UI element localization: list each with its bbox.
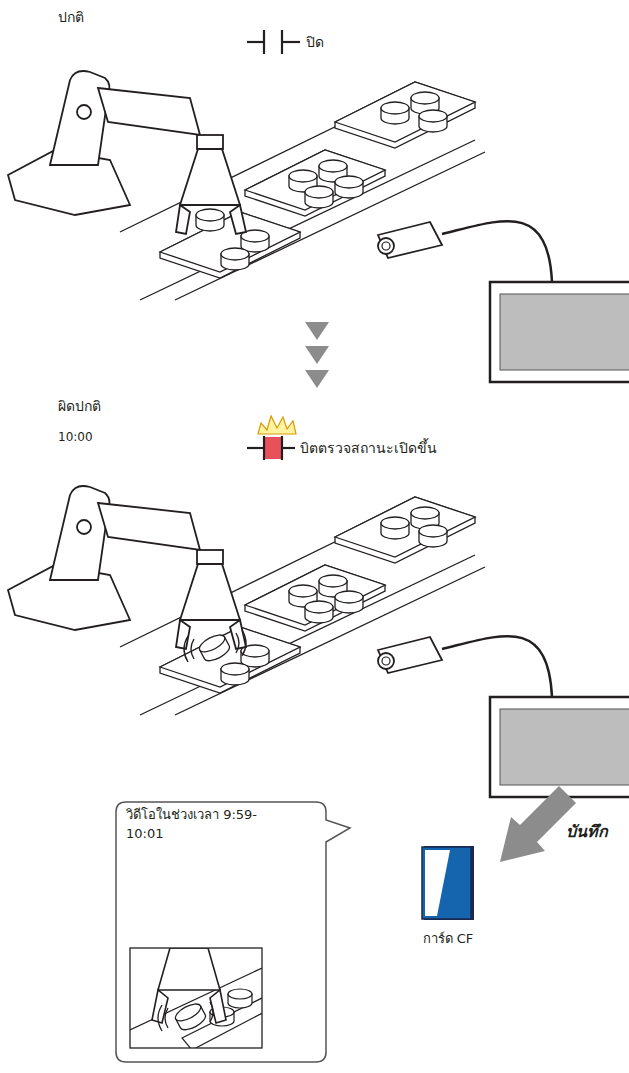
illustration-part — [305, 370, 329, 388]
illustration-part — [242, 630, 246, 656]
illustration-part — [228, 989, 252, 999]
illustration-part — [158, 1002, 213, 1031]
video-frame — [130, 948, 262, 1048]
illustration-part — [305, 346, 329, 364]
illustration-part — [116, 802, 350, 1062]
illustration-part — [422, 847, 471, 919]
illustration-part — [282, 41, 300, 43]
illustration-part — [210, 1002, 213, 1022]
contact-symbol-off — [247, 30, 300, 54]
illustration-part — [228, 989, 252, 1008]
illustration-part — [197, 632, 232, 665]
illustration-part — [282, 447, 295, 449]
illustration-part — [197, 632, 232, 665]
scene-abnormal — [8, 486, 629, 797]
illustration-part — [236, 633, 239, 653]
held-part — [196, 209, 224, 231]
contact-state: บิตตรวจสถานะเปิดขึ้น — [300, 439, 437, 457]
part-caption: การ์ด CF — [412, 928, 484, 949]
illustration-part — [191, 639, 194, 659]
time-stamp: 10:00 — [58, 430, 93, 446]
flow-triangles — [305, 322, 329, 388]
state-heading: ปกติ — [58, 8, 84, 26]
illustration-part — [173, 1001, 208, 1034]
illustration-part — [130, 948, 262, 1048]
callout-text: วิดีโอในช่วงเวลา 9:59-10:01 — [112, 798, 276, 844]
illustration-part — [173, 1001, 203, 1025]
scene-normal — [8, 71, 629, 382]
cf-card-shape — [420, 844, 476, 922]
illustration-part — [247, 41, 264, 43]
illustration-part — [184, 630, 246, 662]
contact-symbol-on — [247, 416, 296, 460]
illustration-part — [264, 437, 282, 459]
illustration-part — [158, 1005, 162, 1031]
illustration-part — [247, 436, 295, 460]
illustration-part — [258, 416, 296, 434]
illustration-part — [165, 1008, 168, 1028]
illustration-part — [425, 850, 450, 916]
contact-state: ปิด — [306, 33, 324, 51]
illustration-part — [210, 990, 226, 1023]
illustration-part — [184, 636, 188, 662]
cf-card: การ์ด CF — [412, 844, 484, 949]
callout-bubble: วิดีโอในช่วงเวลา 9:59-10:01 — [112, 798, 330, 1066]
illustration-part — [263, 436, 265, 460]
action-label: บันทึก — [566, 822, 608, 843]
illustration-part — [8, 486, 629, 797]
illustration-part — [247, 447, 264, 449]
state-heading: ผิดปกติ — [58, 397, 101, 415]
record-arrow — [500, 786, 576, 862]
illustration-part — [263, 30, 265, 54]
illustration-part — [158, 948, 220, 990]
illustration-part — [305, 322, 329, 340]
